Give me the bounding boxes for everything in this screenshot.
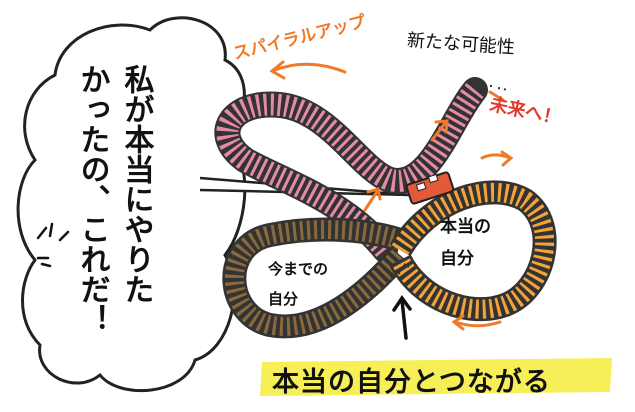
arrow-left-upper <box>363 187 382 212</box>
bubble-text-line-1: 私が本当にやりた <box>118 64 154 304</box>
track-dots <box>478 85 509 91</box>
connect-arrow <box>392 294 412 340</box>
arrow-ne <box>488 90 505 102</box>
train <box>405 171 455 205</box>
pink-track <box>216 82 484 258</box>
orange-loop <box>391 182 555 319</box>
caption: 本当の自分とつながる <box>272 367 551 398</box>
arrow-right <box>480 150 514 167</box>
arrow-upper-right <box>430 119 449 142</box>
arrow-bottom <box>451 314 502 331</box>
past-self-label-2: 自分 <box>268 290 299 308</box>
true-self-label-2: 自分 <box>440 249 474 269</box>
true-self-label-1: 本当の <box>440 217 491 237</box>
past-self-label-1: 今までの <box>268 260 329 278</box>
spark-marks <box>389 263 410 279</box>
surprise-marks <box>36 222 70 268</box>
bubble-text-line-2: かったの、これだ！ <box>74 64 110 334</box>
brown-loop <box>224 220 408 336</box>
caption-highlight <box>260 358 612 396</box>
spiral-arrow <box>269 60 347 80</box>
